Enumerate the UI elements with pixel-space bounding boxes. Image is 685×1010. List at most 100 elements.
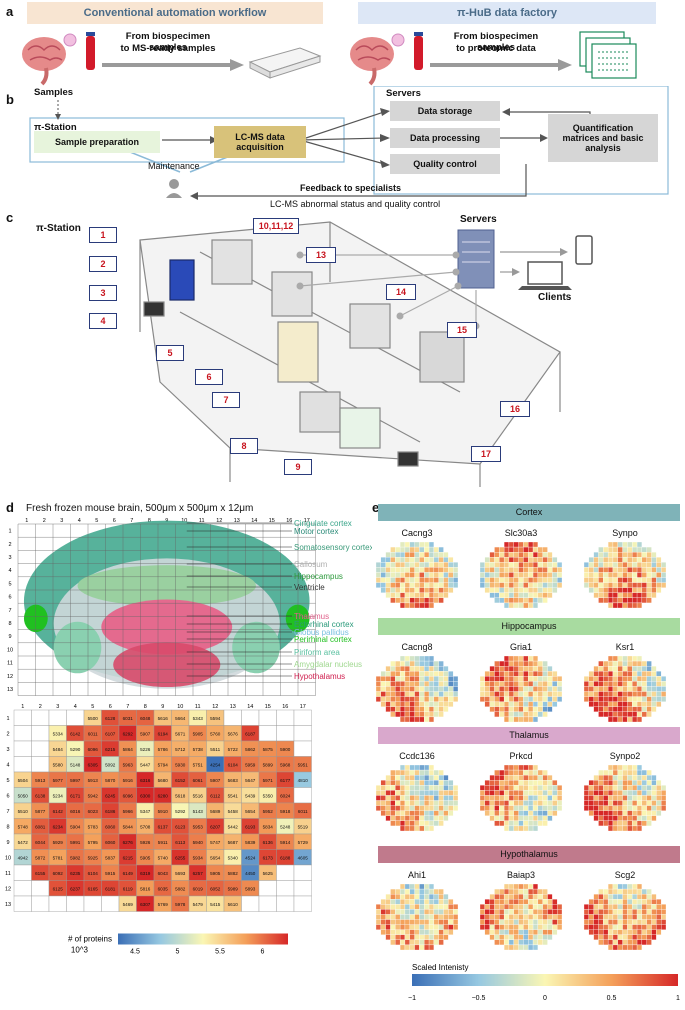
gene-cell — [395, 582, 401, 588]
gene-cell — [542, 790, 548, 796]
gene-cell — [552, 557, 558, 563]
gene-cell — [651, 785, 657, 791]
gene-cell — [588, 691, 594, 697]
gene-cell — [443, 686, 449, 692]
gene-cell — [557, 914, 562, 920]
gene-cell — [598, 681, 604, 687]
gene-cell — [617, 805, 623, 811]
gene-cell — [617, 706, 623, 712]
gene-cell — [499, 914, 505, 920]
gene-cell — [513, 567, 519, 573]
gene-cell — [593, 706, 599, 712]
gene-cell — [646, 706, 652, 712]
gene-cell — [419, 716, 425, 722]
gene-cell — [636, 660, 643, 667]
gene-cell — [428, 577, 435, 583]
gene-cell — [552, 795, 558, 801]
gene-cell — [385, 899, 391, 905]
gene-cell — [503, 939, 510, 946]
gene-cell — [503, 592, 510, 598]
gene-cell — [489, 582, 495, 588]
gene-cell — [414, 919, 420, 925]
gene-cell — [542, 924, 548, 930]
gene-cell — [617, 546, 623, 553]
gene-cell — [537, 660, 543, 667]
servers-label-c: Servers — [460, 214, 497, 225]
gene-cell — [542, 894, 548, 900]
gene-cell — [424, 909, 430, 915]
heatmap-cell-value: 6024 — [280, 793, 291, 798]
blood-tube-icon — [86, 32, 95, 70]
gene-cell — [557, 577, 562, 583]
region-label: Globus pallidus — [294, 628, 349, 637]
gene-cell — [537, 592, 543, 598]
gene-cell — [547, 904, 553, 910]
gene-cell — [480, 805, 485, 811]
gene-cell — [494, 810, 500, 816]
gene-cell — [419, 785, 425, 791]
gene-cell — [528, 602, 534, 608]
gene-cell — [627, 815, 633, 821]
region-label: Amygdalar nucleus — [294, 660, 362, 669]
gene-cell — [622, 660, 628, 667]
gene-cell — [547, 686, 553, 692]
gene-cell — [661, 790, 666, 796]
gene-cell — [641, 924, 647, 930]
gene-cell — [424, 894, 430, 900]
gene-cell — [513, 716, 519, 722]
gene-cell — [390, 929, 396, 935]
gene-cell — [537, 888, 543, 895]
gene-cell — [557, 691, 562, 697]
gene-cell — [537, 820, 543, 827]
quant-line-1: Quantification — [572, 123, 634, 133]
gene-cell — [532, 587, 539, 593]
gene-cell — [438, 671, 444, 677]
gene-cell — [584, 795, 589, 801]
gene-cell — [380, 914, 386, 920]
sample-prep-box: Sample preparation — [34, 131, 160, 153]
gene-cell — [428, 562, 435, 568]
gene-cell — [617, 567, 623, 573]
gene-cell — [622, 924, 628, 930]
gene-cell — [499, 587, 505, 593]
gene-cell — [489, 904, 495, 910]
data-document-icon — [579, 31, 637, 79]
gene-cell — [632, 542, 638, 548]
gene-cell — [484, 805, 490, 811]
heatmap-cell-value: 5930 — [175, 762, 186, 767]
heatmap-cell-value: 5968 — [280, 762, 291, 767]
gene-cell — [448, 899, 454, 905]
heatmap-cell-value: 6188 — [280, 855, 291, 860]
gene-cell — [622, 696, 628, 702]
gene-cell — [603, 681, 609, 687]
gene-cell — [380, 676, 386, 682]
gene-cell — [503, 542, 510, 548]
gene-cell — [528, 701, 534, 707]
gene-cell — [489, 567, 495, 573]
heatmap-cell-value: 5541 — [228, 793, 239, 798]
gene-cell — [656, 795, 662, 801]
gene-cell — [537, 929, 543, 935]
gene-cell — [547, 691, 553, 697]
gene-cell — [438, 592, 444, 598]
gene-cell — [390, 546, 396, 553]
gene-cell — [453, 914, 458, 920]
gene-cell — [607, 805, 614, 811]
gene-cell — [518, 944, 524, 950]
heatmap-cell-value: 5783 — [88, 824, 99, 829]
gene-cell — [603, 815, 609, 821]
gene-cell — [448, 785, 454, 791]
heatmap-cell-value: 5143 — [193, 809, 204, 814]
heatmap-cell-value: 5625 — [263, 871, 274, 876]
gene-cell — [494, 696, 500, 702]
heatmap-cell-value: 6113 — [175, 840, 185, 845]
gene-cell — [499, 820, 505, 827]
gene-cell — [523, 691, 529, 697]
brain-row-tick: 3 — [8, 555, 11, 561]
gene-cell — [443, 904, 449, 910]
gene-cell — [503, 894, 510, 900]
heatmap-cell-value: 6081 — [35, 824, 46, 829]
gene-cell — [399, 592, 406, 598]
gene-cell — [480, 562, 485, 568]
gene-cell — [598, 587, 604, 593]
